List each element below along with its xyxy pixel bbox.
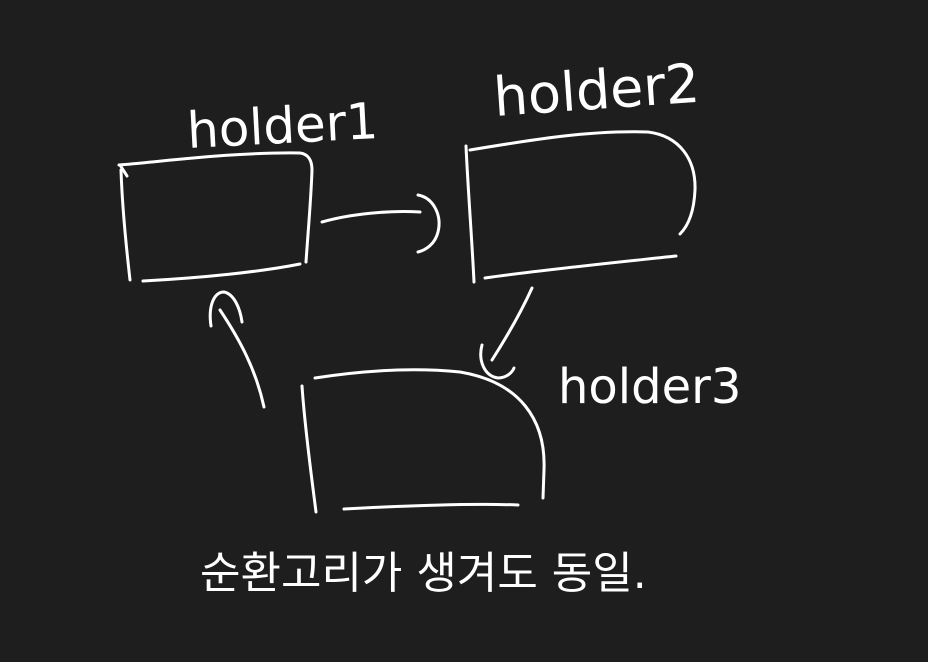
edge-holder2-to-holder3 xyxy=(479,286,534,380)
node-label-holder3: holder3 xyxy=(558,359,741,415)
node-holder3: holder3 xyxy=(300,359,741,514)
node-label-holder2: holder2 xyxy=(492,52,702,129)
edge-holder3-to-holder1 xyxy=(208,290,266,409)
node-label-holder1: holder1 xyxy=(186,92,380,160)
edge-holder1-to-holder2 xyxy=(320,193,441,254)
diagram-caption: 순환고리가 생겨도 동일. xyxy=(200,548,647,599)
node-holder1: holder1 xyxy=(117,92,380,283)
node-holder2: holder2 xyxy=(464,52,702,284)
